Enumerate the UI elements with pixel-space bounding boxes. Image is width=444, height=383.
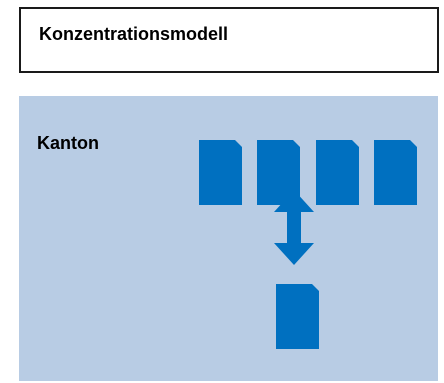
- document-shape-4: [374, 140, 417, 205]
- diagram-title: Konzentrationsmodell: [39, 24, 229, 44]
- double-arrow-icon: [274, 190, 314, 265]
- document-shape-2: [257, 140, 300, 205]
- document-shape-bottom: [276, 284, 319, 349]
- document-shape-3: [316, 140, 359, 205]
- panel-label: Kanton: [37, 133, 99, 153]
- document-shape-1: [199, 140, 242, 205]
- title-box: Konzentrationsmodell: [19, 7, 439, 73]
